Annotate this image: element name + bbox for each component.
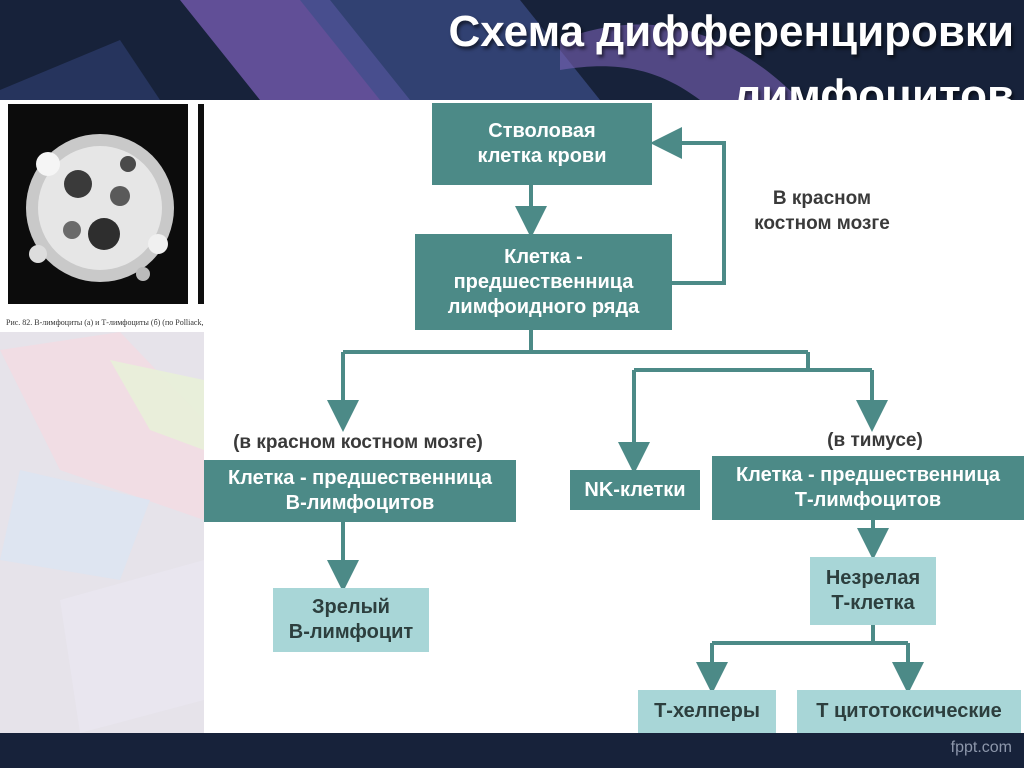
node-stem-cell: Стволовая клетка крови xyxy=(432,103,652,185)
footer-brand: fppt.com xyxy=(950,739,1012,756)
node-immature-t: Незрелая Т-клетка xyxy=(810,557,936,625)
node-t-progenitor: Клетка - предшественница Т-лимфоцитов xyxy=(712,456,1024,520)
node-nk-cells: NK-клетки xyxy=(570,470,700,510)
node-t-cytotoxic: Т цитотоксические xyxy=(797,690,1021,733)
node-mature-b: Зрелый В-лимфоцит xyxy=(273,588,429,652)
label-bone-marrow-branch: (в красном костном мозге) xyxy=(233,432,483,453)
b-lymphocyte-micrograph xyxy=(8,104,188,304)
node-t-helpers: Т-хелперы xyxy=(638,690,776,733)
node-lymphoid-progenitor: Клетка - предшественница лимфоидного ряд… xyxy=(415,234,672,330)
label-bone-marrow-loop: В красном костном мозге xyxy=(754,188,890,234)
micrograph-caption: Рис. 82. В-лимфоциты (а) и Т-лимфоциты (… xyxy=(6,318,227,327)
node-b-progenitor: Клетка - предшественница В-лимфоцитов xyxy=(204,460,516,522)
label-thymus: (в тимусе) xyxy=(827,430,923,451)
